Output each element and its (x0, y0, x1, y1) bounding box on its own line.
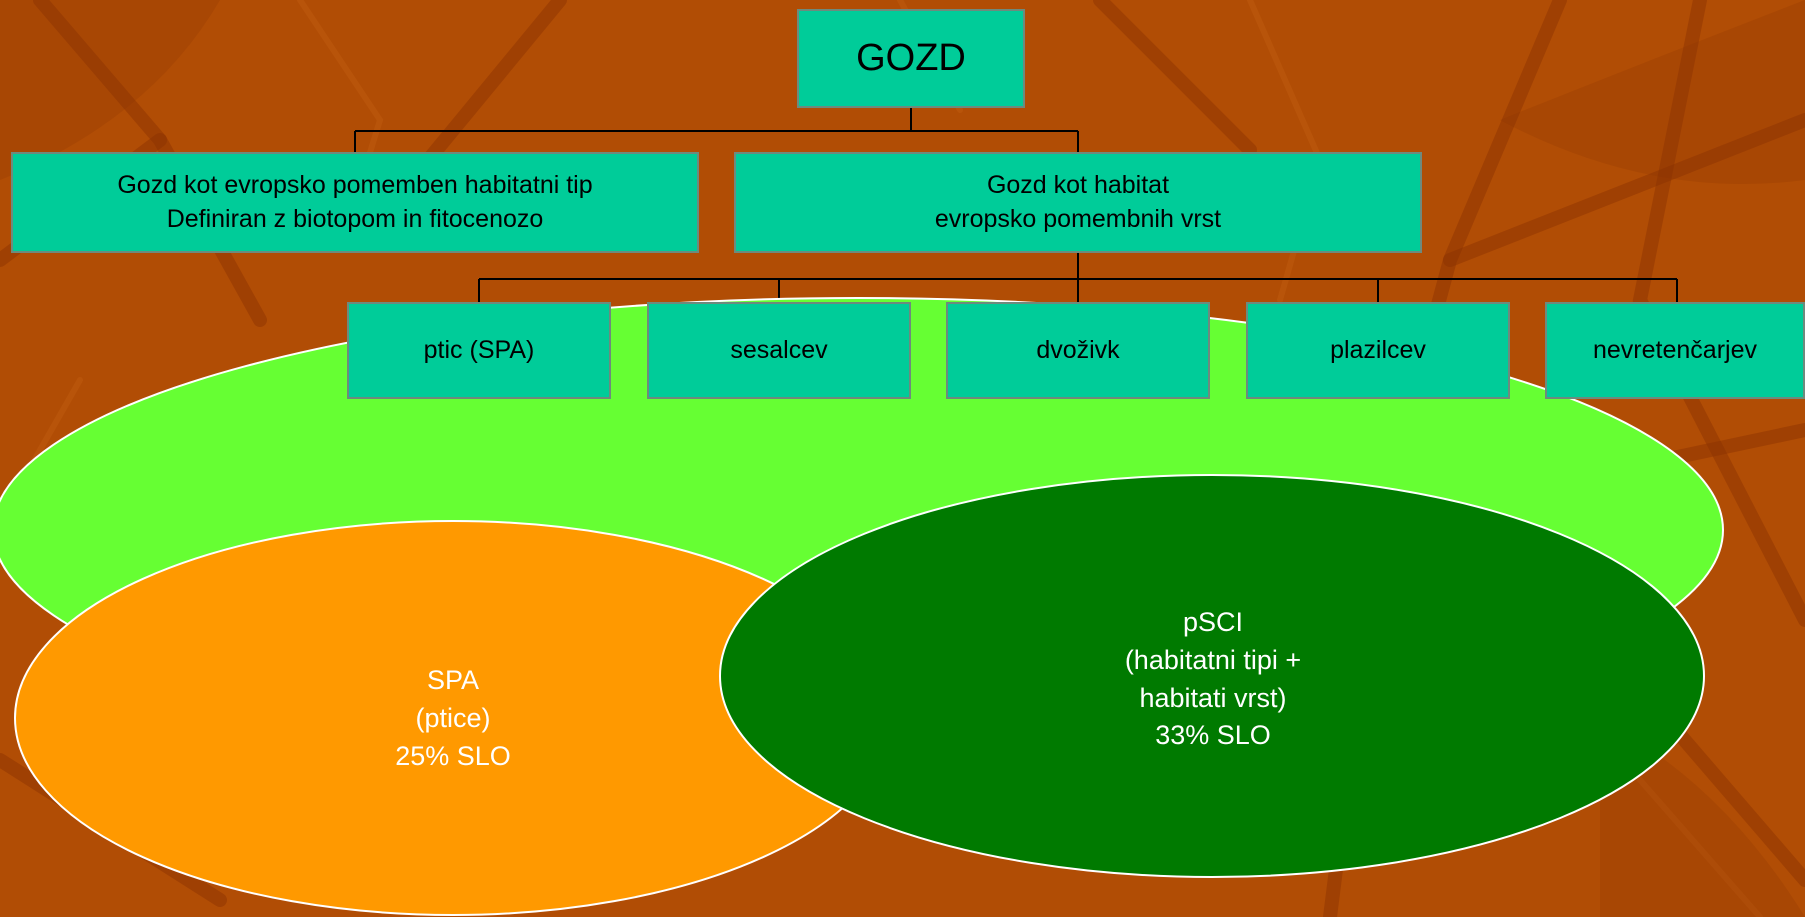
node-plazilcev: plazilcev (1246, 302, 1510, 399)
node-nevretencarjev: nevretenčarjev (1545, 302, 1805, 399)
node-species-habitat-line2: evropsko pomembnih vrst (934, 204, 1222, 233)
node-species-habitat: Gozd kot habitat evropsko pomembnih vrst (734, 152, 1422, 253)
psci-label-line2: (habitatni tipi + (1124, 644, 1302, 675)
root-node-label: GOZD (856, 36, 966, 79)
spa-label-line2: (ptice) (415, 702, 491, 733)
node-nevretencarjev-label: nevretenčarjev (1593, 335, 1757, 364)
node-dvozivk-label: dvoživk (1036, 335, 1120, 364)
node-ptic-label: ptic (SPA) (423, 335, 535, 364)
connector-lines (354, 108, 1678, 302)
spa-label-line1: SPA (426, 665, 480, 695)
spa-label: SPA (ptice) 25% SLO (303, 662, 603, 775)
node-sesalcev: sesalcev (647, 302, 911, 399)
node-plazilcev-label: plazilcev (1330, 335, 1426, 364)
node-habitat-type: Gozd kot evropsko pomemben habitatni tip… (11, 152, 699, 253)
node-species-habitat-line1: Gozd kot habitat (986, 170, 1170, 199)
psci-ellipse (719, 474, 1705, 878)
psci-label-line1: pSCI (1182, 607, 1244, 637)
node-ptic: ptic (SPA) (347, 302, 611, 399)
root-node-gozd: GOZD (797, 9, 1025, 108)
node-habitat-type-line2: Definiran z biotopom in fitocenozo (166, 204, 544, 233)
node-dvozivk: dvoživk (946, 302, 1210, 399)
psci-label-line3: habitati vrst) (1139, 682, 1287, 713)
node-habitat-type-line1: Gozd kot evropsko pomemben habitatni tip (117, 170, 593, 199)
spa-label-line3: 25% SLO (395, 740, 511, 771)
node-sesalcev-label: sesalcev (730, 335, 828, 364)
psci-label-line4: 33% SLO (1155, 720, 1271, 751)
psci-label: pSCI (habitatni tipi + habitati vrst) 33… (1013, 604, 1413, 755)
